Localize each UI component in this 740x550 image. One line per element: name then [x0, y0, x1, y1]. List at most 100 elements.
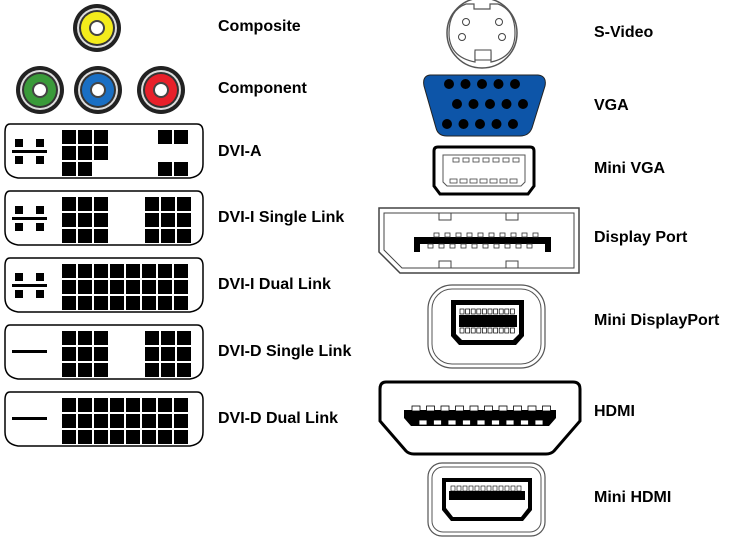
dvi-pin: [78, 296, 92, 310]
vga-pin: [452, 99, 462, 109]
dvi-ground-blade: [12, 284, 47, 287]
composite-jack: [73, 4, 121, 52]
dp-pin: [488, 232, 495, 238]
dvi-pin: [78, 213, 92, 227]
vga-connector: [423, 74, 546, 137]
dvi-pin: [78, 347, 92, 361]
dp-pin: [521, 232, 528, 238]
dvi-pin: [78, 280, 92, 294]
dvi-pin: [110, 296, 124, 310]
jack-hole: [91, 22, 103, 34]
dp-latch: [505, 260, 519, 269]
dp-pin: [466, 232, 473, 238]
minivga-pin: [469, 178, 478, 184]
label-vga: VGA: [594, 97, 629, 114]
dvi-pin: [78, 229, 92, 243]
minivga-inner: [442, 154, 526, 187]
hdmi-pin: [411, 405, 421, 412]
dvi-pin: [62, 280, 76, 294]
minivga-pin: [479, 178, 488, 184]
hdmi-pin: [484, 405, 493, 412]
mhdmi-pin: [504, 485, 510, 492]
hdmi-pin: [447, 419, 457, 426]
mhdmi-pin: [468, 485, 474, 492]
dvi-pin: [94, 229, 108, 243]
dvi-pin: [94, 264, 108, 278]
dp-pin: [427, 243, 434, 249]
dvi-analog-pin: [36, 156, 44, 164]
hdmi-pin: [455, 405, 464, 412]
minivga-pin: [482, 157, 490, 163]
dvi-pin: [94, 280, 108, 294]
dvi-pin: [94, 130, 108, 144]
mdp-pin: [510, 327, 515, 334]
dvi-pin: [78, 162, 92, 176]
minivga-pin: [502, 157, 510, 163]
dvi-pin: [110, 430, 124, 444]
dvi-pin: [94, 347, 108, 361]
dvi-a-connector: [4, 123, 204, 179]
dvi-pin: [161, 331, 175, 345]
dp-pin: [510, 232, 517, 238]
displayport-connector: [378, 207, 580, 274]
dvi-analog-pin: [15, 223, 23, 231]
minivga-pin: [512, 157, 520, 163]
mdp-pin: [510, 308, 515, 315]
dp-pin: [449, 243, 456, 249]
minivga-pin: [509, 178, 518, 184]
mini-vga-connector: [432, 145, 536, 196]
dp-latch: [438, 260, 452, 269]
minivga-pin: [462, 157, 470, 163]
dvi-pin: [78, 414, 92, 428]
dvi-pin: [174, 414, 188, 428]
dvi-pin: [177, 347, 191, 361]
dvi-pin: [177, 363, 191, 377]
mdp-tongue: [459, 315, 517, 327]
dvi-pin: [174, 264, 188, 278]
hdmi-pin: [527, 405, 537, 412]
dvi-pin: [78, 331, 92, 345]
hdmi-pin: [542, 405, 551, 412]
dp-pin: [444, 232, 451, 238]
label-dvi-d-dual: DVI-D Dual Link: [218, 410, 339, 427]
dvi-pin: [142, 398, 156, 412]
dvi-analog-pin: [36, 206, 44, 214]
dvi-analog-pin: [15, 156, 23, 164]
vga-pin: [442, 119, 452, 129]
mdp-pin: [482, 327, 487, 334]
dvi-pin: [62, 398, 76, 412]
dvi-pin: [126, 264, 140, 278]
hdmi-pin: [462, 419, 471, 426]
mhdmi-pin: [462, 485, 468, 492]
dvi-d-single-connector: [4, 324, 204, 380]
dvi-pin: [161, 213, 175, 227]
mhdmi-pin: [510, 485, 516, 492]
minivga-pin: [449, 178, 458, 184]
dp-pin: [504, 243, 511, 249]
hdmi-pin: [534, 419, 544, 426]
dvi-pin: [142, 296, 156, 310]
hdmi-pin: [491, 419, 500, 426]
svideo-pin: [458, 33, 466, 41]
label-display-port: Display Port: [594, 229, 688, 246]
vga-pin: [477, 79, 487, 89]
dvi-pin: [161, 347, 175, 361]
dp-pin: [460, 243, 467, 249]
label-hdmi: HDMI: [594, 403, 635, 420]
dvi-pin: [78, 130, 92, 144]
hdmi-pin: [513, 405, 522, 412]
dvi-pin: [142, 264, 156, 278]
minivga-pin: [452, 157, 460, 163]
mdp-pin: [465, 308, 470, 315]
dvi-pin: [94, 197, 108, 211]
dvi-pin: [126, 414, 140, 428]
dvi-pin: [94, 296, 108, 310]
dvi-pin: [62, 331, 76, 345]
minivga-pin: [472, 157, 480, 163]
dvi-pin: [158, 296, 172, 310]
dvi-analog-pin: [36, 139, 44, 147]
label-dvi-d-single: DVI-D Single Link: [218, 343, 352, 360]
hdmi-pin: [426, 405, 435, 412]
mdp-pin: [476, 308, 482, 315]
